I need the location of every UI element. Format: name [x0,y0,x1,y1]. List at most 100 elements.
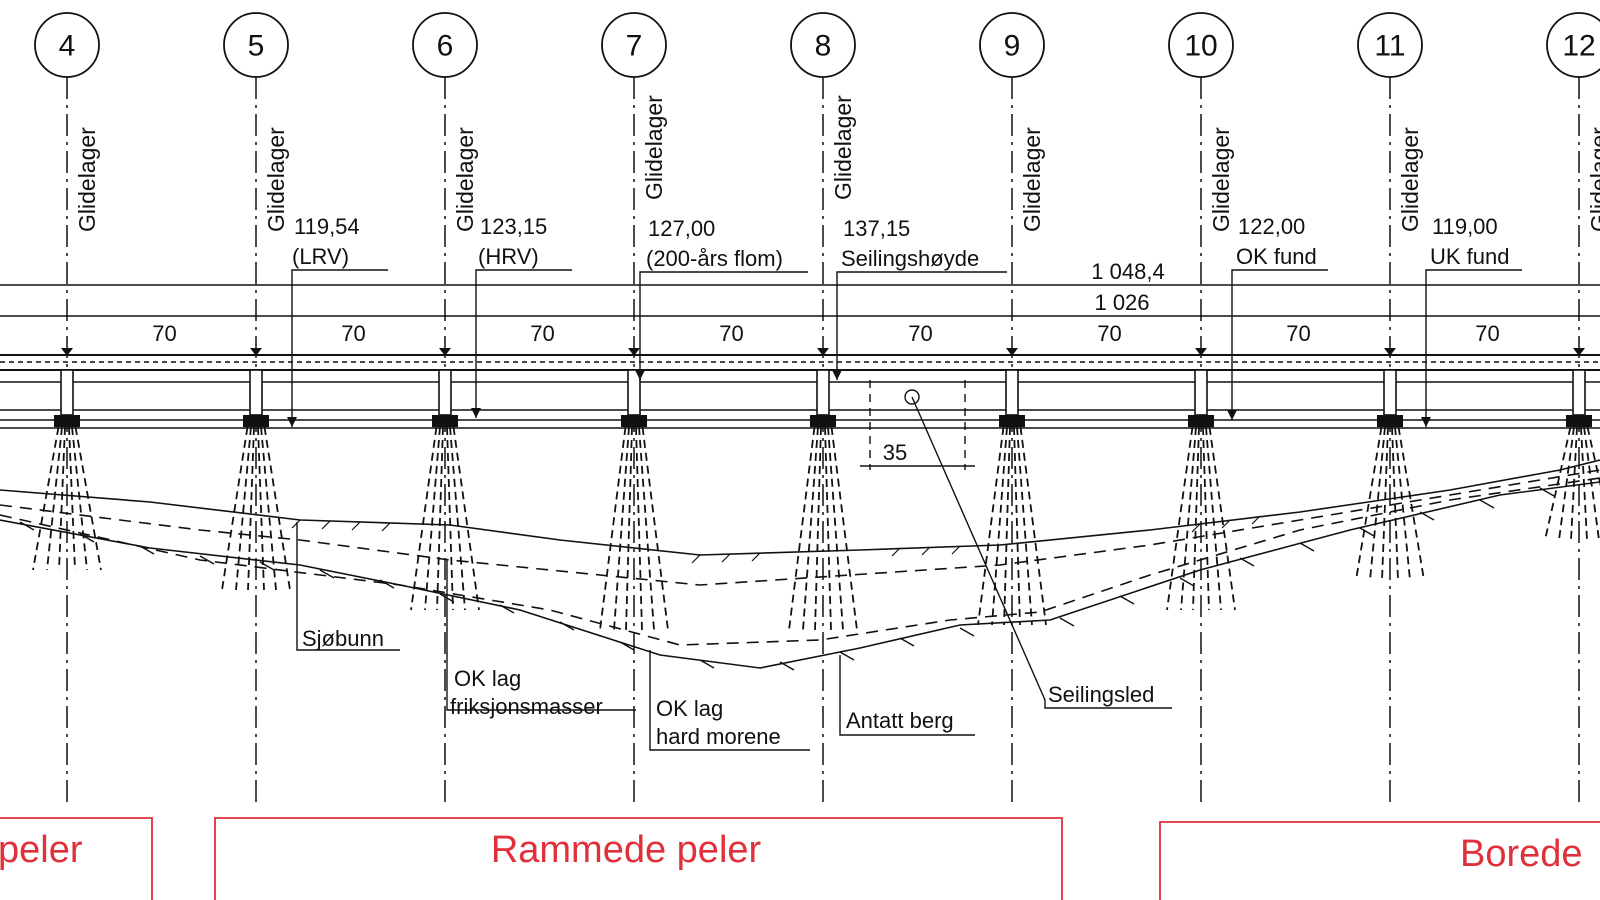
bearing-marker [1384,348,1396,356]
pile-cap [1188,415,1214,427]
axis-number: 7 [626,30,643,63]
level-note: Seilingshøyde [841,246,979,271]
pile-cap [1377,415,1403,427]
bearing-marker [1573,348,1585,356]
pile-group [599,426,669,631]
pile-group [1166,426,1236,611]
level-value: 119,54 [294,214,360,239]
pile-group [410,426,480,611]
pile-cap [54,415,80,427]
level-note: UK fund [1430,244,1510,269]
label-ok-friction-1: OK lag [454,666,521,691]
bearing-label: Glidelager [1397,127,1423,232]
bearing-label: Glidelager [452,127,478,232]
bearing-marker [61,348,73,356]
axis-number: 9 [1004,30,1021,63]
axis-number: 5 [248,30,265,63]
level-annotation: 127,00(200-års flom) [635,216,808,380]
bearing-marker [250,348,262,356]
bearing-label: Glidelager [1019,127,1045,232]
zone-left-label: peler [0,829,83,871]
pile-group [788,426,858,631]
span-length-label: 70 [908,321,932,346]
label-ok-moraine-2: hard morene [656,724,781,749]
zone-middle-label: Rammede peler [491,829,762,871]
bridge-deck [0,284,1600,429]
level-annotation: 119,54 (LRV) [287,214,388,427]
level-annotation: 122,00 OK fund [1227,214,1328,420]
span-length-label: 70 [1475,321,1499,346]
seabed-hatch [291,515,1261,564]
terrain-lines [0,459,1600,671]
bearing-label: Glidelager [1208,127,1234,232]
rock-line [0,481,1600,669]
pile-cap [999,415,1025,427]
label-ok-moraine-1: OK lag [656,696,723,721]
pile-cap [432,415,458,427]
bearing-label: Glidelager [263,127,289,232]
span-length-label: 70 [152,321,176,346]
level-value: 137,15 [843,216,910,241]
level-value: 122,00 [1238,214,1305,239]
rock-hatch [19,487,1555,671]
bearing-label: Glidelager [641,95,667,200]
span-length-label: 70 [530,321,554,346]
axis-number: 10 [1184,30,1217,63]
soil-labels: Sjøbunn OK lag friksjonsmasser OK lag ha… [296,522,1172,751]
span-length-label: 70 [719,321,743,346]
bearing-label: Glidelager [830,95,856,200]
bearing-marker [817,348,829,356]
span-length-label: 70 [341,321,365,346]
pile-cap [810,415,836,427]
level-note: (200-års flom) [646,246,783,271]
bearing-label: Glidelager [74,127,100,232]
bearing-label: Glidelager [1586,127,1600,232]
pile-group [1544,426,1600,541]
level-note: OK fund [1236,244,1317,269]
level-value: 123,15 [480,214,547,239]
bearing-marker [1006,348,1018,356]
axis-number: 12 [1562,30,1595,63]
pile-cap [243,415,269,427]
pier-column [1383,369,1397,416]
bearing-marker [439,348,451,356]
pile-group [221,426,291,591]
span-length-label: 70 [1097,321,1121,346]
level-note: (HRV) [478,244,539,269]
pier-column [1572,369,1586,416]
label-rock: Antatt berg [846,708,954,733]
axis-gridlines: 4Glidelager5Glidelager6Glidelager7Glidel… [32,12,1600,808]
level-annotations: 119,54 (LRV) 123,15 (HRV) 127,00(200-års flo… [287,214,1522,427]
friction-layer-line [0,469,1600,586]
pile-cap [621,415,647,427]
axis-number: 8 [815,30,832,63]
pile-group [32,426,102,571]
level-annotation: 123,15 (HRV) [471,214,572,418]
pier-column [60,369,74,416]
zone-right-label: Borede [1460,833,1583,875]
label-ok-friction-2: friksjonsmasser [450,694,603,719]
bearing-marker [1195,348,1207,356]
total-length-inner: 1 026 [1094,290,1149,315]
level-value: 119,00 [1432,214,1498,239]
label-channel: Seilingsled [1048,682,1154,707]
axis-number: 6 [437,30,454,63]
pier-column [1194,369,1208,416]
level-note: (LRV) [292,244,349,269]
pier-column [627,369,641,416]
axis-number: 11 [1374,30,1405,63]
label-seabed: Sjøbunn [302,626,384,651]
axis-number: 4 [59,30,76,63]
bearing-marker [628,348,640,356]
pier-column [438,369,452,416]
